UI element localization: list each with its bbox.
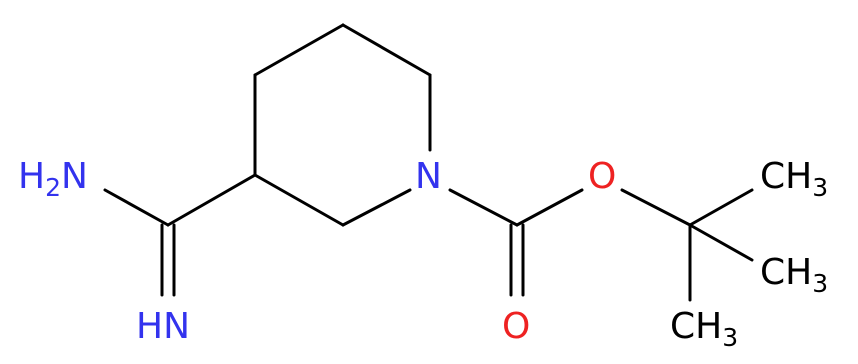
piperidine-ring [253,23,432,227]
methyl-2-main: CH [760,252,812,293]
amidine-group [103,173,257,297]
imine-hn-label: HN [136,306,190,347]
amine-n: N [61,156,88,197]
bond-c-quat-methyl-1 [688,188,754,227]
bond-c3-amidine-c [166,173,257,227]
methyl-3-main: CH [670,306,722,347]
amine-subscript: 2 [45,173,61,202]
carbamate-group [448,188,692,297]
methyl-3-subscript: 3 [722,323,738,352]
methyl-1-subscript: 3 [812,173,828,202]
ester-oxygen-label: O [588,156,616,197]
bond-n1-carbonyl-c [448,188,519,227]
carbonyl-oxygen-label: O [502,306,530,347]
methyl-2-label: CH3 [760,252,828,298]
methyl-1-label: CH3 [760,156,828,202]
methyl-1-main: CH [760,156,812,197]
bond-carbonyl-c-o-ester [515,188,584,227]
bond-n1-c2 [341,188,412,227]
bond-c2-c3 [253,173,345,227]
ring-nitrogen-label: N [415,156,442,197]
bond-c4-c5 [253,23,345,77]
amine-h: H [18,156,45,197]
bond-c-quat-methyl-2 [688,223,754,262]
bond-amidine-c-nh2 [103,188,170,227]
amine-h2n-label: H2N [18,156,88,202]
bond-c5-c6 [341,23,432,77]
methyl-3-label: CH3 [670,306,738,352]
methyl-2-subscript: 3 [812,269,828,298]
bond-o-ester-c-quat [620,188,692,227]
tert-butyl-group [688,188,754,302]
